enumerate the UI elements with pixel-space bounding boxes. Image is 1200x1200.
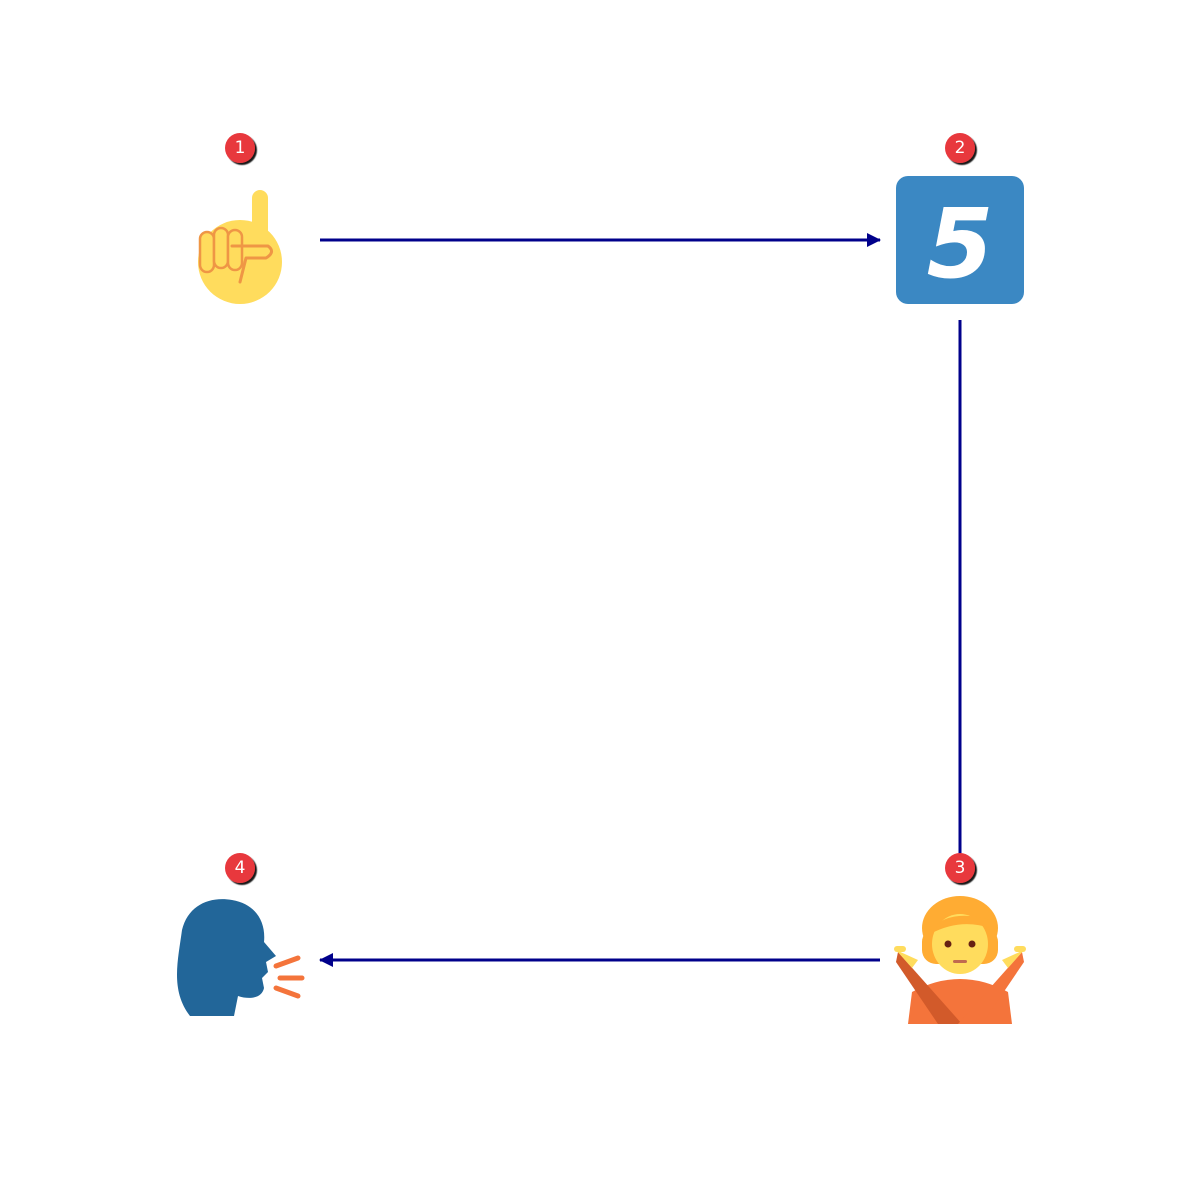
step-number-3: 3: [955, 858, 966, 878]
step-badge-3: 3: [945, 853, 975, 883]
keycap-tile: [896, 176, 1024, 304]
index-pointing-up-icon: [198, 190, 282, 304]
step-number-4: 4: [235, 858, 246, 878]
speaking-head-icon: [177, 899, 305, 1016]
step-badge-4: 4: [225, 853, 255, 883]
step-number-2: 2: [955, 138, 966, 158]
step-number-1: 1: [235, 138, 246, 158]
keycap-digit-five-icon: 5: [896, 176, 1024, 304]
person-gesturing-no-icon: [894, 896, 1026, 1024]
step-badge-2: 2: [945, 133, 975, 163]
keycap-digit-label: 5: [927, 188, 994, 300]
step-badge-1: 1: [225, 133, 255, 163]
